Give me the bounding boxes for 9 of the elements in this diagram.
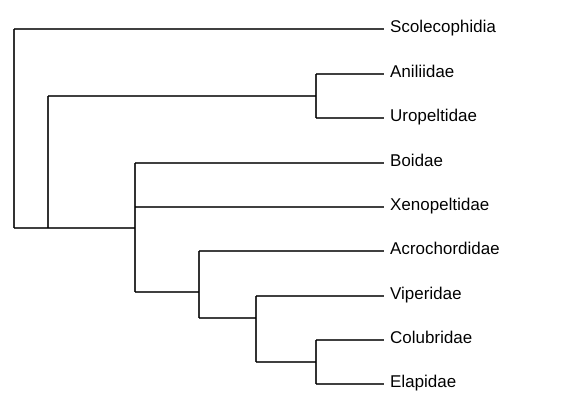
taxon-label: Colubridae [390, 328, 472, 348]
taxon-label: Acrochordidae [390, 239, 500, 259]
taxon-label: Xenopeltidae [390, 195, 490, 215]
taxon-label: Uropeltidae [390, 106, 477, 126]
taxon-label: Boidae [390, 151, 443, 171]
taxon-label: Aniliidae [390, 62, 454, 82]
taxon-label: Scolecophidia [390, 17, 496, 37]
taxon-label: Viperidae [390, 284, 462, 304]
taxon-label: Elapidae [390, 372, 456, 392]
